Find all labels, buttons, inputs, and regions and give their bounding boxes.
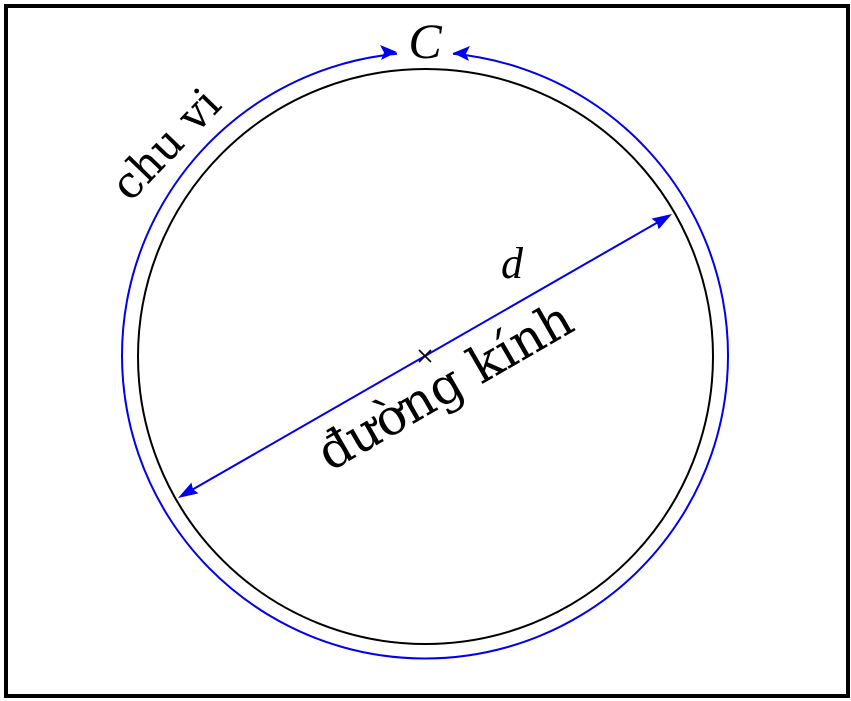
diameter-symbol-label: d [501, 239, 524, 288]
diameter-arrowhead-left-icon [178, 482, 199, 498]
diameter-arrowhead-right-icon [651, 214, 672, 230]
circumference-symbol-label: C [408, 13, 442, 69]
circumference-arrowhead-right-icon [453, 46, 470, 61]
circle-outline [137, 68, 714, 645]
circumference-arrowhead-left-icon [380, 45, 397, 60]
circumference-arc [121, 52, 729, 660]
diagram-frame [4, 4, 850, 698]
center-mark-icon [418, 349, 432, 363]
